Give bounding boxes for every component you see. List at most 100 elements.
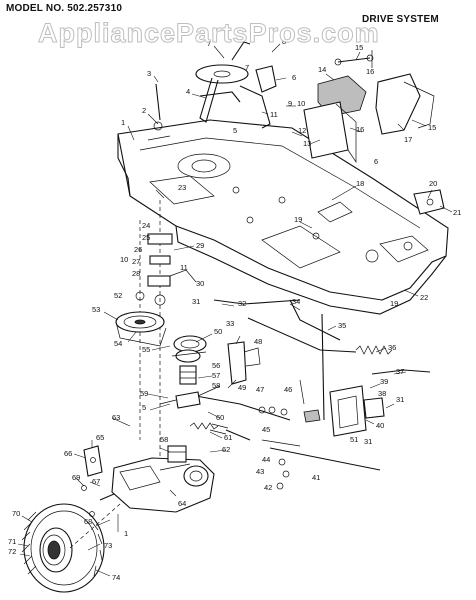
- part-label-23: 23: [178, 183, 186, 192]
- leader-lines: [17, 43, 453, 577]
- model-number: MODEL NO. 502.257310: [6, 3, 123, 14]
- part-label-36: 36: [388, 343, 396, 352]
- part-label-13: 13: [303, 139, 311, 148]
- bracket-20: [413, 189, 445, 215]
- part-label-29: 29: [196, 241, 204, 250]
- part-label-64: 64: [178, 499, 186, 508]
- part-label-54: 54: [114, 339, 122, 348]
- part-label-67: 67: [92, 477, 100, 486]
- part-label-7b: 7: [245, 63, 249, 72]
- part-label-21: 21: [453, 208, 461, 217]
- part-label-30: 30: [196, 279, 204, 288]
- part-label-68: 68: [84, 517, 92, 526]
- part-label-1b: 1: [124, 529, 128, 538]
- part-label-32: 32: [238, 299, 246, 308]
- part-label-47: 47: [256, 385, 264, 394]
- spring-36: [355, 345, 393, 355]
- brake-bracket: [159, 385, 221, 430]
- part-label-50: 50: [214, 327, 222, 336]
- part-label-22: 22: [420, 293, 428, 302]
- part-label-11: 11: [270, 110, 278, 119]
- steering-assembly: [147, 41, 277, 141]
- part-label-71: 71: [8, 537, 16, 546]
- pivot-stack: [135, 200, 197, 470]
- part-label-31b: 31: [396, 395, 404, 404]
- part-label-38: 38: [378, 389, 386, 398]
- part-label-6: 6: [292, 73, 296, 82]
- part-label-16b: 16: [356, 125, 364, 134]
- rear-wheel: [21, 485, 121, 593]
- part-label-72: 72: [8, 547, 16, 556]
- right-axle-bracket: [261, 385, 385, 471]
- part-label-5: 5: [233, 126, 237, 135]
- part-label-33: 33: [226, 319, 234, 328]
- part-label-55: 55: [142, 345, 150, 354]
- part-label-35: 35: [338, 321, 346, 330]
- part-label-44: 44: [262, 455, 270, 464]
- part-label-31: 31: [192, 297, 200, 306]
- part-label-48: 48: [254, 337, 262, 346]
- part-label-1: 1: [121, 118, 125, 127]
- part-label-43: 43: [256, 467, 264, 476]
- part-label-9: 9: [288, 99, 292, 108]
- part-label-69: 69: [72, 473, 80, 482]
- part-label-28: 28: [132, 269, 140, 278]
- part-label-6b: 6: [374, 157, 378, 166]
- part-label-16: 16: [366, 67, 374, 76]
- part-label-39: 39: [380, 377, 388, 386]
- part-label-2: 2: [142, 106, 146, 115]
- part-label-63: 63: [112, 413, 120, 422]
- drive-pulley-assembly: [115, 311, 207, 385]
- part-label-26: 26: [134, 245, 142, 254]
- part-label-41: 41: [312, 473, 320, 482]
- transaxle: [99, 445, 215, 513]
- part-label-53: 53: [92, 305, 100, 314]
- part-label-10: 10: [297, 99, 305, 108]
- part-label-60: 60: [216, 413, 224, 422]
- part-label-31c: 31: [364, 437, 372, 446]
- part-label-57: 57: [212, 371, 220, 380]
- part-label-10b: 10: [120, 255, 128, 264]
- part-label-15b: 15: [428, 123, 436, 132]
- part-label-20: 20: [429, 179, 437, 188]
- part-label-40: 40: [376, 421, 384, 430]
- part-label-66: 66: [64, 449, 72, 458]
- part-label-14: 14: [318, 65, 326, 74]
- part-label-18: 18: [356, 179, 364, 188]
- part-label-65: 65: [96, 433, 104, 442]
- part-label-46: 46: [284, 385, 292, 394]
- part-label-59: 59: [140, 389, 148, 398]
- part-label-34: 34: [292, 297, 300, 306]
- part-label-45: 45: [262, 425, 270, 434]
- part-label-61: 61: [224, 433, 232, 442]
- part-label-19: 19: [294, 215, 302, 224]
- part-label-11b: 11: [180, 263, 188, 272]
- part-label-51: 51: [350, 435, 358, 444]
- part-label-5b: 5: [142, 403, 146, 412]
- part-label-3: 3: [147, 69, 151, 78]
- diagram-title: DRIVE SYSTEM: [362, 14, 439, 25]
- part-label-12: 12: [298, 126, 306, 135]
- part-label-73: 73: [104, 541, 112, 550]
- chassis-frame: [117, 119, 449, 315]
- part-label-42: 42: [264, 483, 272, 492]
- part-label-58b: 58: [160, 435, 168, 444]
- part-label-49: 49: [238, 383, 246, 392]
- hardware-41-47: [258, 379, 305, 490]
- part-label-37: 37: [396, 367, 404, 376]
- part-label-56: 56: [212, 361, 220, 370]
- part-label-19b: 19: [390, 299, 398, 308]
- part-label-7: 7: [207, 39, 211, 48]
- part-label-4: 4: [186, 87, 190, 96]
- part-number-labels: 1 2 3 4 5 6 7 7 8 9 10 11 12 13 14 15 16…: [8, 37, 461, 582]
- seat-bracket-assembly: [303, 50, 435, 164]
- part-label-74: 74: [112, 573, 120, 582]
- brake-pedal-bracket: [227, 341, 431, 385]
- part-label-62: 62: [222, 445, 230, 454]
- part-label-70: 70: [12, 509, 20, 518]
- part-label-17: 17: [404, 135, 412, 144]
- part-label-15: 15: [355, 43, 363, 52]
- part-label-58: 58: [212, 381, 220, 390]
- part-label-27: 27: [132, 257, 140, 266]
